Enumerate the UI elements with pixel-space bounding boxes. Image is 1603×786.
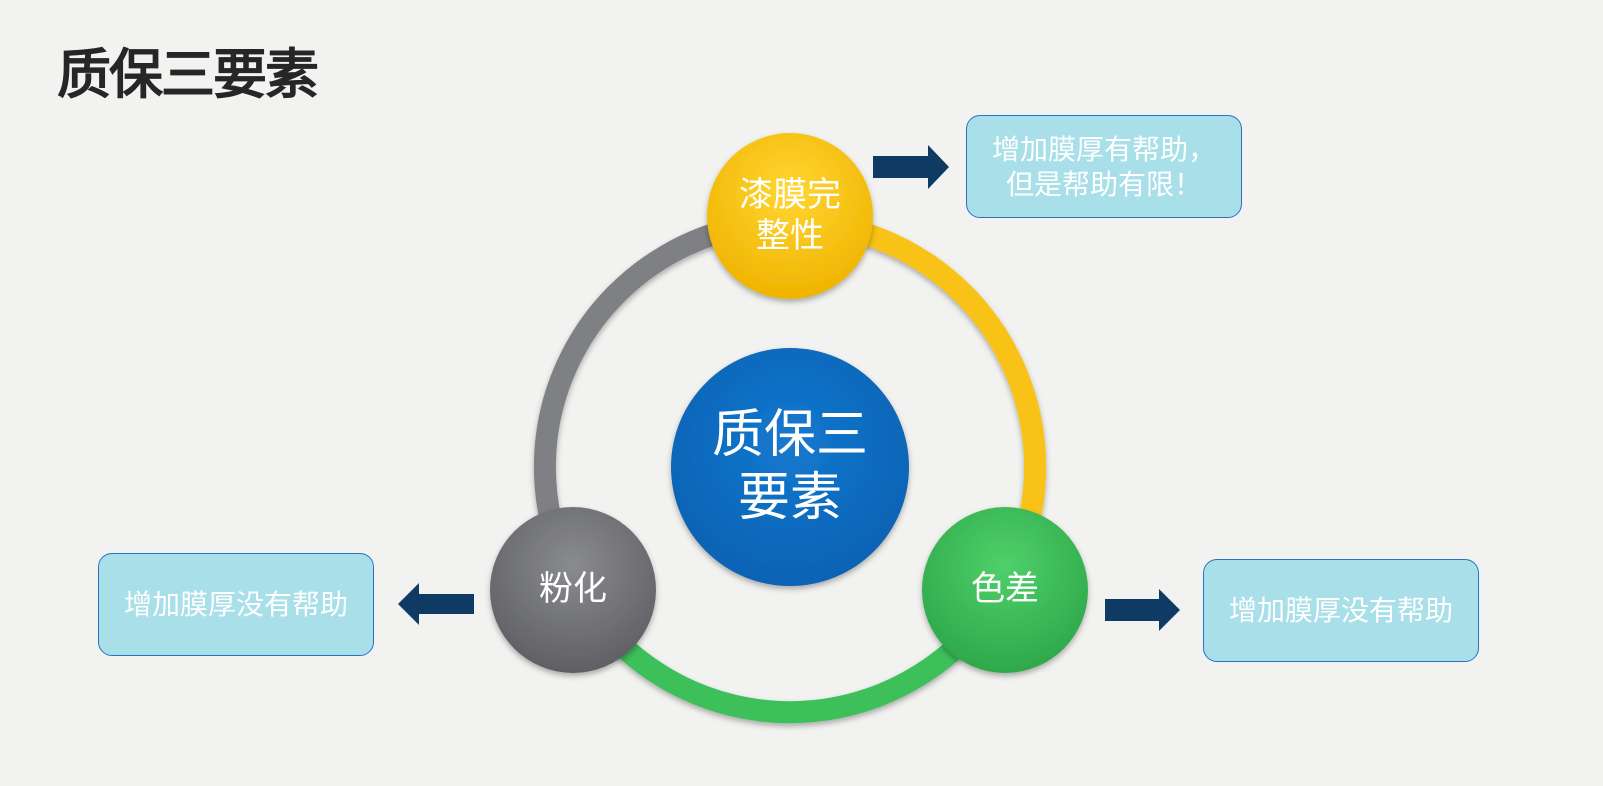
note-box-color-difference: 增加膜厚没有帮助 xyxy=(1203,559,1479,662)
node-circle-color-difference xyxy=(922,507,1088,673)
note-box-coating-integrity: 增加膜厚有帮助， 但是帮助有限！ xyxy=(966,115,1242,218)
node-circle-chalking xyxy=(490,507,656,673)
center-label: 质保三 要素 xyxy=(711,404,868,528)
arrow-right-icon xyxy=(873,145,949,189)
node-label-color-difference: 色差 xyxy=(971,569,1039,610)
page-title: 质保三要素 xyxy=(57,43,319,106)
note-box-chalking: 增加膜厚没有帮助 xyxy=(98,553,374,656)
node-label-chalking: 粉化 xyxy=(539,569,607,610)
node-label-coating-integrity: 漆膜完 整性 xyxy=(739,174,841,256)
center-circle xyxy=(671,348,909,586)
arrow-left-icon xyxy=(398,583,474,625)
arrow-right-icon xyxy=(1105,589,1180,631)
node-circle-coating-integrity xyxy=(707,133,873,299)
